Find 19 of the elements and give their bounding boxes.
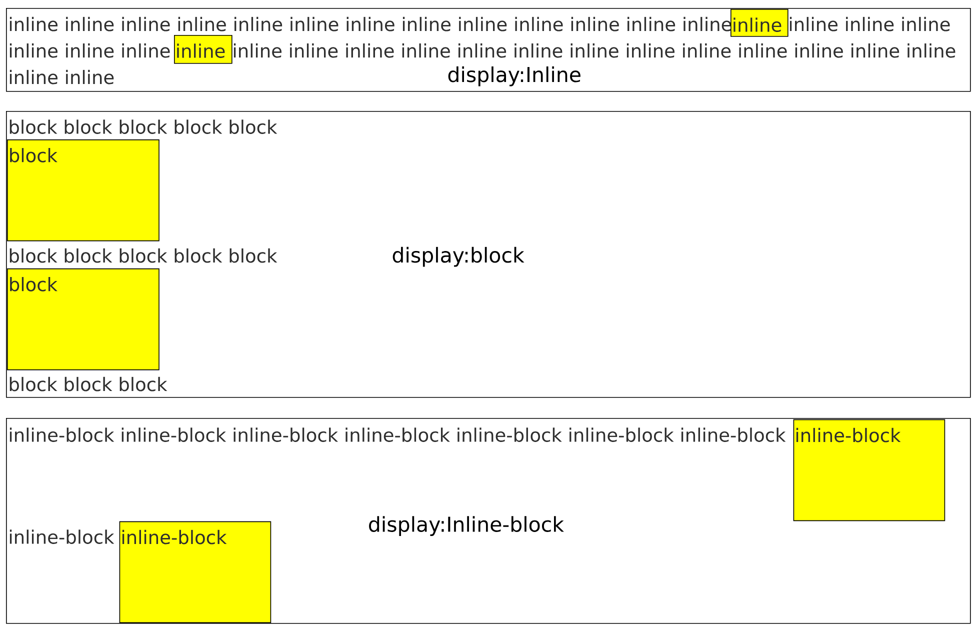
text-line: inline-block: [10, 530, 114, 544]
text-line: inline inline inline: [790, 16, 950, 32]
text-line: block block block block block: [10, 120, 278, 134]
text-line: inline inline: [10, 70, 114, 84]
text-line: block block block block block: [10, 248, 278, 263]
highlight-box: block: [7, 268, 160, 370]
highlight-box: inline: [174, 35, 232, 64]
highlight-box: block: [7, 139, 160, 242]
panel-label: display:Inline-block: [369, 516, 564, 536]
panel-label: display:block: [392, 246, 524, 267]
text-line: inline inline inline: [10, 43, 170, 58]
text-line: block block block: [10, 376, 168, 392]
highlight-box: inline: [730, 9, 788, 37]
text-line: inline-block inline-block inline-block inline-block inline-block inline-block inline-block: [10, 428, 786, 442]
highlight-box: inline-block: [793, 419, 946, 522]
text-line: inline inline inline inline inline inline inline inline inline inline inline inline inline: [10, 16, 732, 32]
panel-label: display:Inline: [448, 66, 580, 86]
highlight-box: inline-block: [119, 521, 272, 624]
text-line: inline inline inline inline inline inline inline inline inline inline inline inline inline: [234, 43, 956, 58]
